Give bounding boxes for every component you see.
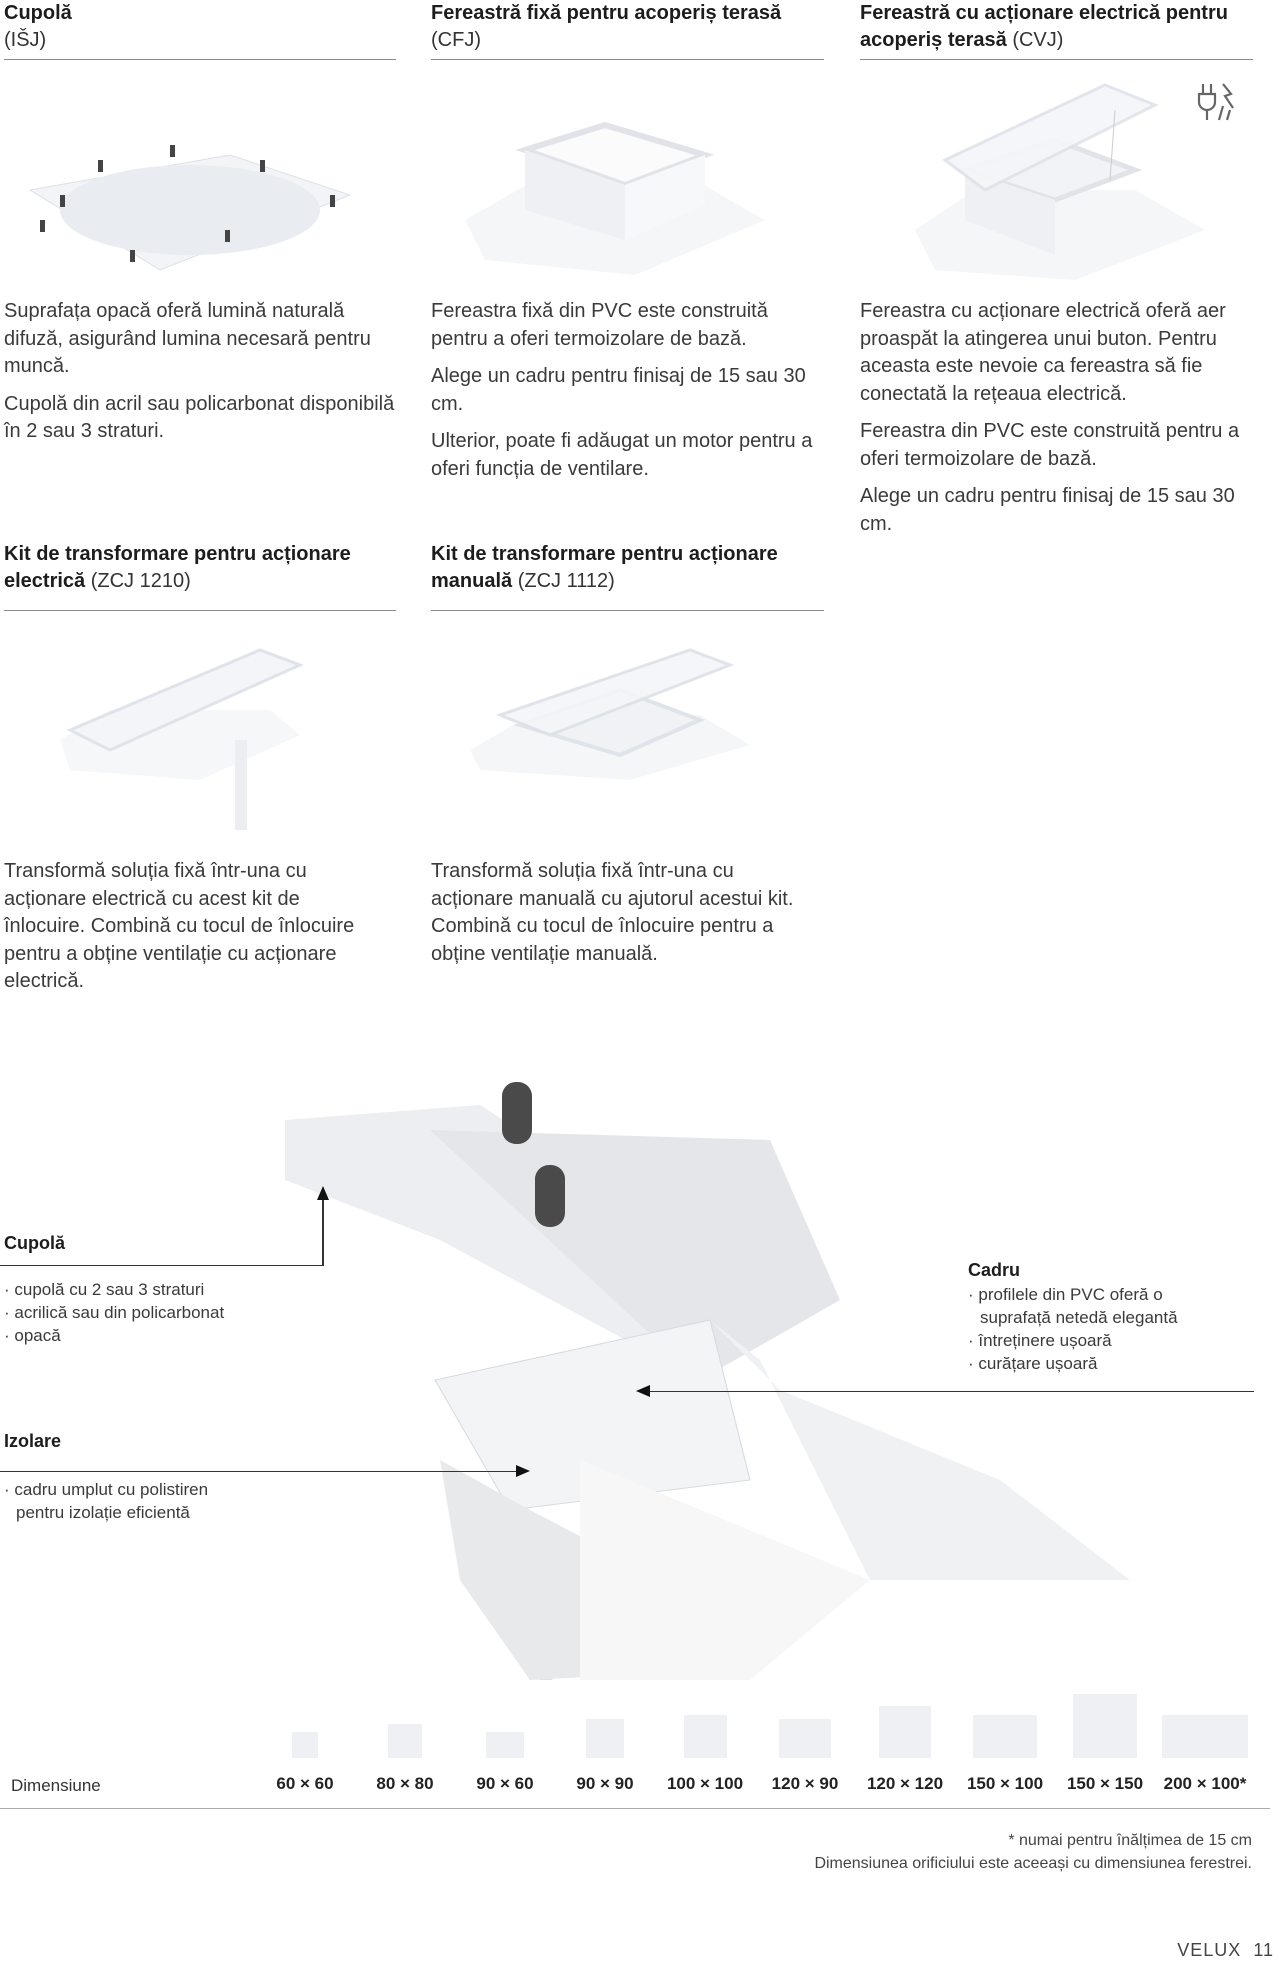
size-label: 200 × 100* [1163,1774,1247,1793]
leader-line [0,1471,518,1472]
size-swatch [972,1715,1038,1758]
kit-description: Transformă soluția fixă într-una cu acți… [4,858,384,1006]
paragraph: Transformă soluția fixă într-una cu acți… [4,860,355,992]
divider [0,1808,1270,1809]
size-label: 80 × 80 [376,1774,434,1793]
size-label: 120 × 120 [866,1774,944,1793]
kit-code: (ZCJ 1112) [517,570,615,592]
sizes-label: Dimensiune [11,1776,101,1795]
kit-description: Transformă soluția fixă într-una cu acți… [431,858,811,978]
paragraph: Fereastra din PVC este construită pentru… [860,420,1240,470]
cupola-bullets: · cupolă cu 2 sau 3 straturi · acrilică … [4,1280,225,1345]
size-swatch [485,1732,525,1758]
product-title: Fereastră cu acționare electrică pentru … [860,2,1228,51]
product-cvj: Fereastră cu acționare electrică pentru … [860,0,1255,54]
paragraph: Alege un cadru pentru finisaj de 15 sau … [431,365,806,415]
size-swatch [779,1719,831,1758]
paragraph: Transformă soluția fixă într-una cu acți… [431,860,794,965]
size-swatch [585,1719,625,1758]
kit-title: Kit de transformare pentru acționare ele… [4,543,351,592]
paragraph: Alege un cadru pentru finisaj de 15 sau … [860,485,1235,535]
product-description: Fereastra fixă din PVC este construită p… [431,298,826,493]
kit-electric: Kit de transformare pentru acționare ele… [4,541,354,595]
manual-kit-image [470,648,750,780]
size-label: 90 × 90 [576,1774,634,1793]
cadru-bullets: · profilele din PVC oferă o suprafață ne… [968,1285,1178,1373]
paragraph: Fereastra fixă din PVC este construită p… [431,300,768,350]
product-description: Fereastra cu acționare electrică oferă a… [860,298,1255,548]
size-swatch [1072,1693,1138,1758]
cross-section-diagram [285,1082,1130,1680]
product-title: Cupolă [4,2,72,24]
size-swatch [292,1732,318,1758]
footnote: * numai pentru înălțimea de 15 cm [1008,1832,1252,1849]
product-code: (IŠJ) [4,29,47,51]
size-label: 120 × 90 [771,1774,839,1793]
brand: VELUX [1177,1940,1242,1960]
size-swatch [1162,1715,1248,1758]
label-izolare: Izolare [4,1431,62,1451]
arrow-up-icon [317,1186,329,1200]
product-title: Fereastră fixă pentru acoperiș terasă [431,2,782,24]
kit-code: (ZCJ 1210) [90,570,191,592]
footnote: Dimensiunea orificiului este aceeași cu … [814,1855,1252,1872]
electric-kit-image [60,648,304,830]
divider [4,59,396,60]
leader-line [322,1198,324,1266]
size-label: 150 × 150 [1066,1774,1144,1793]
divider [4,610,396,611]
size-label: 90 × 60 [476,1774,534,1793]
cupola-image [28,145,352,271]
cvj-window-image [915,83,1205,280]
product-cfj: Fereastră fixă pentru acoperiș terasă (C… [431,0,826,54]
arrow-left-icon [636,1385,650,1397]
paragraph: Ulterior, poate fi adăugat un motor pent… [431,430,813,480]
label-cadru: Cadru [968,1260,1021,1280]
divider [860,59,1253,60]
product-code: (CFJ) [431,29,481,51]
electric-plug-icon [1197,83,1234,121]
product-code: (CVJ) [1012,29,1064,51]
page-number: 11 [1253,1940,1274,1960]
paragraph: Suprafața opacă oferă lumină naturală di… [4,300,371,377]
arrow-right-icon [516,1465,530,1477]
kit-manual: Kit de transformare pentru acționare man… [431,541,781,595]
size-swatch [879,1706,931,1758]
label-cupola: Cupolă [4,1233,65,1253]
size-label: 100 × 100 [666,1774,744,1793]
kit-title: Kit de transformare pentru acționare man… [431,543,778,592]
leader-line [0,1265,324,1266]
izolare-bullets: · cadru umplut cu polistiren pentru izol… [4,1480,209,1522]
size-label: 60 × 60 [276,1774,334,1793]
product-description: Suprafața opacă oferă lumină naturală di… [4,298,399,456]
paragraph: Fereastra cu acționare electrică oferă a… [860,300,1226,405]
leader-line [648,1391,1254,1392]
paragraph: Cupolă din acril sau policarbonat dispon… [4,392,395,443]
page-footer: VELUX 11 [1177,1940,1274,1961]
divider [431,610,824,611]
size-swatch [387,1723,423,1758]
divider [431,59,824,60]
cfj-window-image [465,121,765,275]
size-swatch [683,1715,727,1758]
size-label: 150 × 100 [966,1774,1044,1793]
product-cupola: Cupolă (IŠJ) [4,0,399,54]
